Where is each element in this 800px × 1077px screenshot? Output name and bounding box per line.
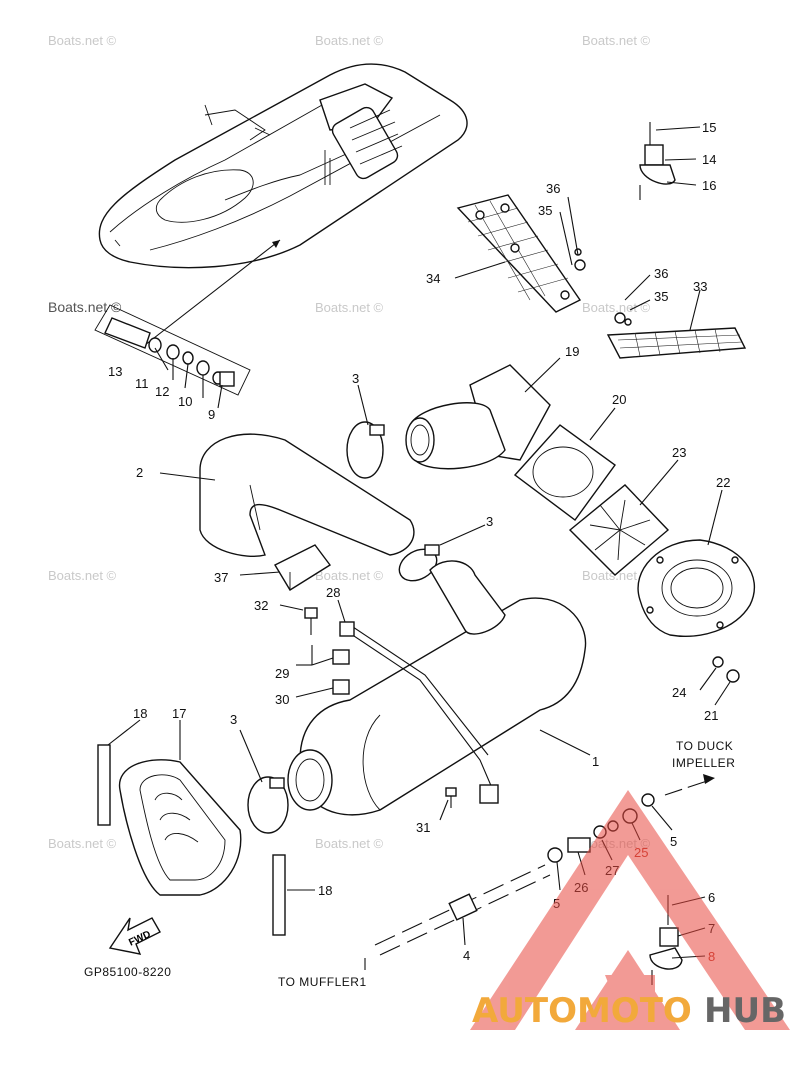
part-number: 21 xyxy=(704,708,718,723)
part-number: 22 xyxy=(716,475,730,490)
callout-to-muffler: TO MUFFLER1 xyxy=(278,975,367,989)
automotohub-logo: AUTOMOTO HUB xyxy=(470,790,790,1031)
pad-30 xyxy=(332,679,350,695)
bolt-32 xyxy=(304,607,318,635)
part-number: 6 xyxy=(708,890,715,905)
watermark: Boats.net © xyxy=(48,299,122,315)
washer-21 xyxy=(726,669,740,683)
part-number: 12 xyxy=(155,384,169,399)
logo-emblem-icon xyxy=(470,790,790,1030)
watermark: Boats.net © xyxy=(315,33,384,48)
part-number: 28 xyxy=(326,585,340,600)
intake-grate-33 xyxy=(574,248,747,359)
plate-23 xyxy=(568,484,670,576)
part-number: 23 xyxy=(672,445,686,460)
part-number: 20 xyxy=(612,392,626,407)
gasket-20 xyxy=(513,424,616,521)
part-number: 15 xyxy=(702,120,716,135)
arrow-head-icon xyxy=(272,240,280,248)
clip-29 xyxy=(332,649,350,665)
exhaust-elbow-19 xyxy=(405,364,551,470)
watermark: Boats.net © xyxy=(48,33,117,48)
part-number: 4 xyxy=(463,948,470,963)
spacer-bar-18b xyxy=(272,854,286,936)
watermarks: Boats.net © Boats.net © Boats.net © Boat… xyxy=(48,33,651,851)
drawing-code-text: GP85100-8220 xyxy=(84,965,171,979)
logo-word-part2: HUB xyxy=(704,991,786,1031)
hull-fitting-group xyxy=(94,304,251,396)
part-number: 5 xyxy=(670,834,677,849)
callout-to-duck-impeller: TO DUCK xyxy=(676,739,733,753)
watermark: Boats.net © xyxy=(315,568,384,583)
part-number: 3 xyxy=(486,514,493,529)
part-number: 30 xyxy=(275,692,289,707)
watermark: Boats.net © xyxy=(315,836,384,851)
part-number: 36 xyxy=(654,266,668,281)
part-number: 37 xyxy=(214,570,228,585)
part-number: 14 xyxy=(702,152,716,167)
part-number: 11 xyxy=(135,376,149,391)
clamp-assembly-top xyxy=(639,122,676,200)
watermark: Boats.net © xyxy=(582,300,651,315)
part-number: 35 xyxy=(654,289,668,304)
watercraft-illustration xyxy=(98,63,468,269)
part-number: 35 xyxy=(538,203,552,218)
hose-clamp-3a xyxy=(346,421,385,479)
part-number: 3 xyxy=(352,371,359,386)
clamp-assembly-bottom xyxy=(649,895,683,985)
outlet-plate-22 xyxy=(637,539,756,637)
hose-clamp-3c xyxy=(247,776,289,834)
part-number: 32 xyxy=(254,598,268,613)
part-number: 24 xyxy=(672,685,686,700)
part-number: 18 xyxy=(133,706,147,721)
leader-hull-to-fittings xyxy=(144,239,281,346)
part-number: 16 xyxy=(702,178,716,193)
hose-clamp-3b xyxy=(398,544,440,582)
part-number: 34 xyxy=(426,271,440,286)
bracket-37 xyxy=(274,544,332,591)
exhaust-outlet-17 xyxy=(118,759,242,896)
part-number: 3 xyxy=(230,712,237,727)
callout-to-duck-impeller-line2: IMPELLER xyxy=(672,756,735,770)
exhaust-pipe-2 xyxy=(199,433,415,557)
logo-word-part1: AUTOMOTO xyxy=(472,991,692,1031)
spacer-bar-18a xyxy=(97,744,111,826)
part-number: 33 xyxy=(693,279,707,294)
part-number: 2 xyxy=(136,465,143,480)
part-number: 31 xyxy=(416,820,430,835)
part-number: 36 xyxy=(546,181,560,196)
nut-24 xyxy=(712,656,724,668)
part-number: 1 xyxy=(592,754,599,769)
part-number: 10 xyxy=(178,394,192,409)
watermark: Boats.net © xyxy=(48,836,117,851)
part-number: 19 xyxy=(565,344,579,359)
hose-4 xyxy=(374,864,551,956)
strap-28 xyxy=(339,621,499,804)
part-number: 17 xyxy=(172,706,186,721)
watermark: Boats.net © xyxy=(582,33,651,48)
watermark: Boats.net © xyxy=(582,568,651,583)
part-number: 29 xyxy=(275,666,289,681)
part-number: 9 xyxy=(208,407,215,422)
watermark: Boats.net © xyxy=(315,300,384,315)
intake-grate-34 xyxy=(456,194,582,313)
part-number: 18 xyxy=(318,883,332,898)
muffler-1 xyxy=(287,560,587,816)
bolt-31 xyxy=(445,787,457,808)
watermark: Boats.net © xyxy=(48,568,117,583)
fwd-arrow-icon: FWD xyxy=(108,917,161,955)
part-number: 13 xyxy=(108,364,122,379)
